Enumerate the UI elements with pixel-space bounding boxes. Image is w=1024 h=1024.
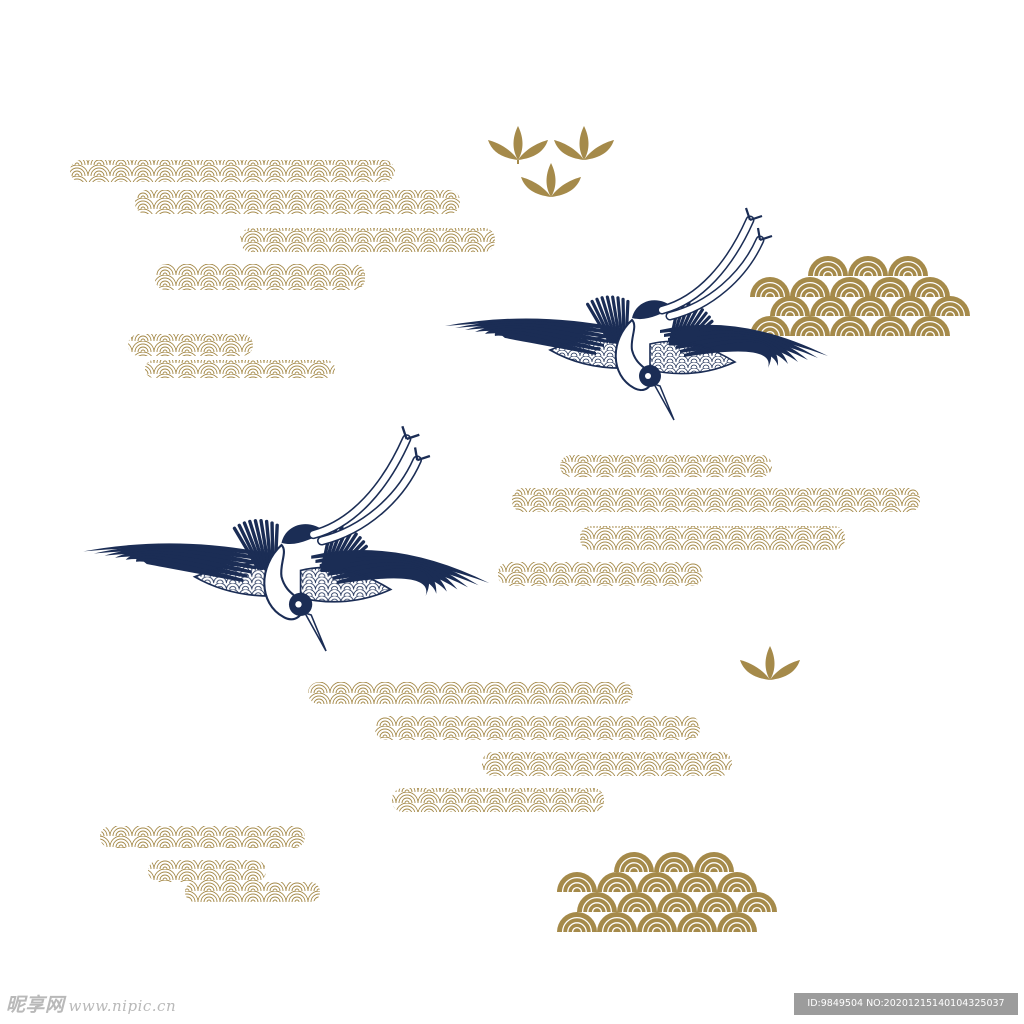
- seigaiha-cloud-top-left: [70, 160, 495, 290]
- watermark-site-url: www.nipic.cn: [68, 997, 177, 1015]
- seigaiha-cloud-center-right: [498, 455, 920, 586]
- watermark-site-name: 昵享网: [6, 994, 65, 1016]
- bamboo-leaf-cluster-right: [740, 646, 800, 680]
- seigaiha-cloud-bottom-left: [100, 826, 320, 902]
- seigaiha-solid-wave-bottom: [557, 852, 777, 933]
- crane-upper-right: [445, 207, 828, 421]
- watermark-id-badge: ID:9849504 NO:20201215140104325037: [794, 993, 1018, 1015]
- seigaiha-solid-wave-top-right: [750, 256, 970, 337]
- bamboo-leaf-cluster-top: [488, 126, 614, 197]
- crane-lower-left: [83, 425, 490, 652]
- seigaiha-cloud-left-small: [128, 334, 335, 378]
- seigaiha-cloud-center-bottom: [308, 682, 732, 812]
